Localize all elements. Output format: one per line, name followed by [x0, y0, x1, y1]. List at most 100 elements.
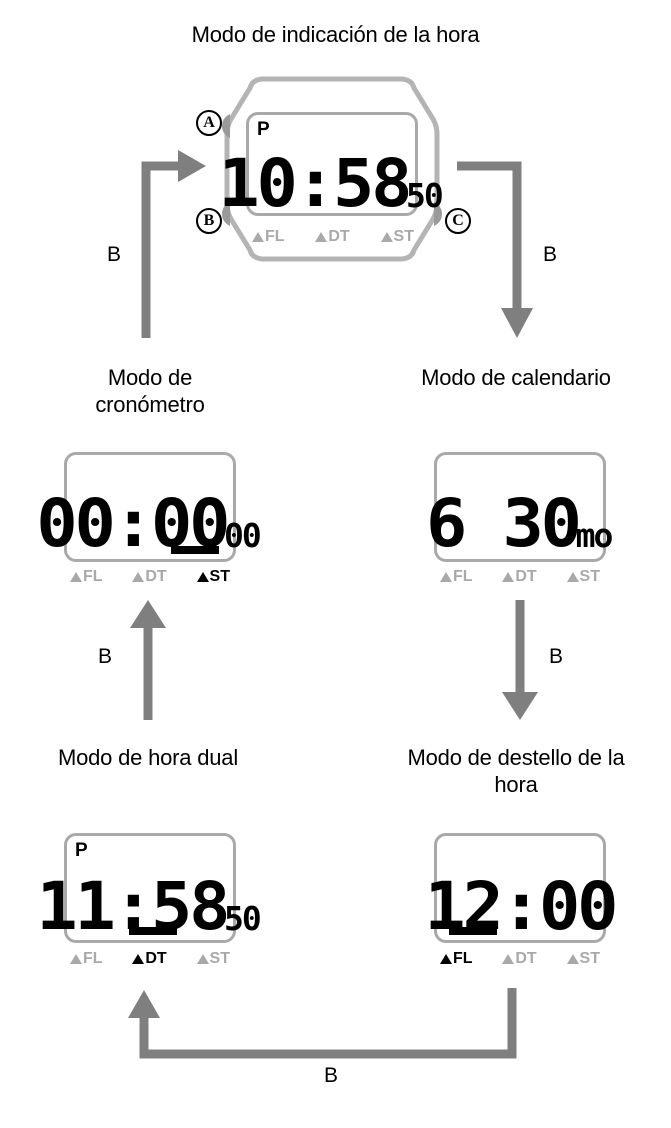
triangle-icon [440, 572, 452, 582]
mode-indicator-fl: FL [252, 228, 285, 246]
transition-label-text: B [107, 243, 122, 266]
mode-indicator-label: DT [328, 228, 350, 245]
mode-indicator-label: ST [209, 950, 230, 967]
mode-indicators-timekeeping: FL DT ST [252, 228, 414, 246]
lcd-main-value: 6 30 [425, 484, 582, 562]
mode-indicator-label: ST [209, 568, 230, 585]
triangle-icon [70, 954, 82, 964]
mode-indicator-label: ST [393, 228, 414, 245]
mode-indicator-label: ST [579, 568, 600, 585]
lcd-main-value: 12:00 [424, 867, 618, 945]
triangle-icon [566, 954, 579, 964]
lcd-sub-value: 50 [405, 175, 444, 215]
active-mode-bar [449, 927, 497, 935]
arrow-calendar-to-flash [498, 600, 542, 720]
mode-indicator-label: FL [453, 950, 473, 967]
mode-indicator-fl: FL [70, 950, 103, 968]
triangle-icon [380, 232, 393, 242]
mode-title-calendar: Modo de calendario [366, 365, 666, 392]
button-callout-c: C [445, 208, 471, 234]
mode-indicator-st: ST [196, 950, 230, 968]
mode-title-line1: Modo de [107, 365, 193, 390]
page-title-text: Modo de indicación de la hora [191, 22, 480, 47]
mode-indicator-label: ST [579, 950, 600, 967]
mode-indicator-label: FL [83, 950, 103, 967]
triangle-icon [502, 954, 515, 964]
triangle-icon [196, 954, 209, 964]
mode-indicator-dt: DT [502, 950, 537, 968]
mode-indicator-label: DT [145, 568, 167, 585]
mode-indicator-st: ST [196, 568, 230, 586]
triangle-icon [440, 954, 452, 964]
mode-title-text: Modo de hora dual [57, 745, 239, 770]
triangle-icon [315, 232, 328, 242]
mode-indicator-st: ST [566, 950, 600, 968]
mode-indicator-label: FL [83, 568, 103, 585]
mode-indicators-calendar: FL DT ST [440, 568, 600, 586]
mode-indicator-fl: FL [440, 950, 473, 968]
mode-indicator-dt: DT [502, 568, 537, 586]
mode-indicator-label: DT [515, 950, 537, 967]
mode-indicators-dualtime: FL DT ST [70, 950, 230, 968]
button-callout-b: B [196, 208, 222, 234]
mode-indicator-label: FL [265, 228, 285, 245]
lcd-sub-value: 50 [223, 898, 262, 938]
pm-indicator: P [75, 840, 88, 861]
button-callout-b-label: B [203, 212, 215, 229]
triangle-icon [252, 232, 264, 242]
button-callout-a-label: A [203, 114, 215, 131]
mode-title-text: Modo de calendario [421, 365, 611, 390]
mode-title-stopwatch: Modo de cronómetro [25, 365, 275, 419]
lcd-flash: 12:00 [424, 833, 619, 943]
triangle-icon [196, 572, 209, 582]
triangle-icon [566, 572, 579, 582]
transition-label-text: B [98, 645, 113, 668]
mode-title-dualtime: Modo de hora dual [3, 745, 293, 772]
mode-indicator-label: DT [145, 950, 167, 967]
page-title: Modo de indicación de la hora [0, 22, 671, 49]
arrow-stopwatch-to-timekeeping [138, 148, 208, 338]
mode-indicators-flash: FL DT ST [440, 950, 600, 968]
lcd-main-value: 10:58 [218, 144, 413, 222]
transition-label-to-stopwatch: B [98, 645, 112, 669]
transition-label-to-flash: B [549, 645, 563, 669]
transition-label-text: B [324, 1064, 339, 1087]
lcd-main-value: 00:00 [36, 484, 231, 562]
mode-indicator-dt: DT [132, 950, 167, 968]
mode-indicator-fl: FL [70, 568, 103, 586]
mode-indicator-st: ST [566, 568, 600, 586]
arrow-timekeeping-to-calendar [455, 160, 535, 340]
mode-indicator-dt: DT [315, 228, 350, 246]
button-callout-c-label: C [452, 212, 464, 229]
transition-label-text: B [543, 243, 558, 266]
mode-indicator-fl: FL [440, 568, 473, 586]
mode-title-line2: cronómetro [95, 391, 205, 417]
mode-indicators-stopwatch: FL DT ST [70, 568, 230, 586]
transition-label-to-calendar: B [543, 243, 557, 267]
mode-title-flash: Modo de destello de la hora [366, 745, 666, 799]
lcd-main-value: 11:58 [36, 867, 231, 945]
mode-indicator-label: FL [453, 568, 473, 585]
arrow-flash-to-dualtime [128, 988, 528, 1068]
mode-indicator-st: ST [380, 228, 414, 246]
pm-indicator: P [257, 119, 270, 140]
triangle-icon [132, 572, 145, 582]
active-mode-bar [129, 927, 177, 935]
mode-title-line1: Modo de destello de la [407, 745, 625, 770]
arrow-dualtime-to-stopwatch [126, 600, 170, 720]
triangle-icon [70, 572, 82, 582]
lcd-digits: 12:00 [424, 850, 618, 939]
transition-label-to-timekeeping: B [107, 243, 121, 267]
lcd-sub-value: mo [575, 515, 614, 555]
transition-label-text: B [549, 645, 564, 668]
triangle-icon [132, 954, 145, 964]
watch-case [216, 74, 448, 264]
